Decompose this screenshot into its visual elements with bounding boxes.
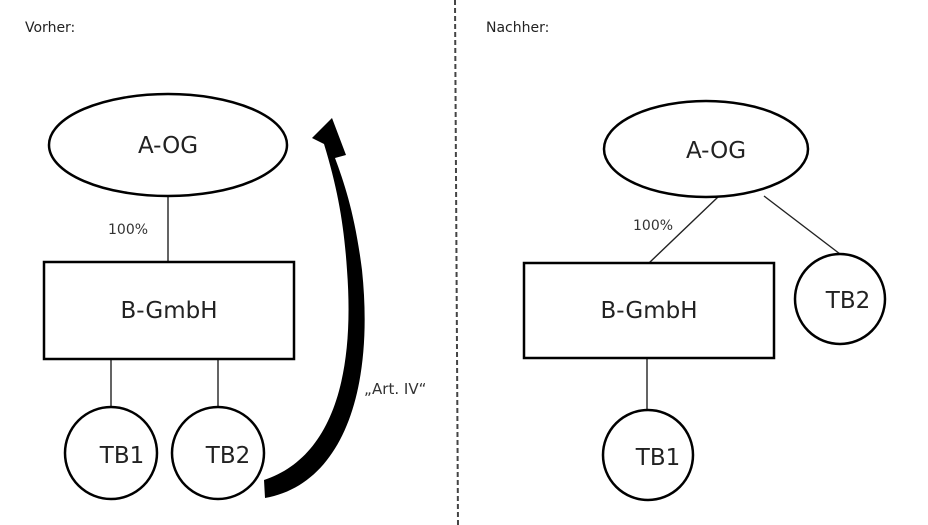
after-subsidiary-label: B-GmbH bbox=[600, 298, 697, 324]
before-unit-node-tb1 bbox=[63, 405, 159, 501]
transfer-arrow-icon bbox=[264, 118, 365, 498]
before-unit-label-tb2: TB2 bbox=[205, 443, 250, 469]
after-unit-label-tb1: TB1 bbox=[635, 445, 680, 471]
before-subsidiary-label: B-GmbH bbox=[120, 298, 217, 324]
after-parent-node bbox=[602, 99, 810, 199]
before-parent-label: A-OG bbox=[138, 133, 198, 159]
after-heading: Nachher: bbox=[486, 20, 549, 36]
before-unit-node-tb2 bbox=[170, 405, 266, 501]
before-heading: Vorher: bbox=[25, 20, 75, 36]
after-connector-parent-tb2 bbox=[763, 195, 841, 255]
after-unit-node-tb1 bbox=[601, 408, 695, 502]
before-parent-node bbox=[47, 92, 289, 198]
before-unit-label-tb1: TB1 bbox=[99, 443, 144, 469]
before-share-label: 100% bbox=[108, 222, 148, 238]
after-share-label: 100% bbox=[633, 218, 673, 234]
after-connector-parent-subsidiary bbox=[648, 196, 719, 264]
before-subsidiary-node bbox=[42, 260, 296, 361]
after-unit-node-tb2 bbox=[793, 252, 887, 346]
after-parent-label: A-OG bbox=[686, 138, 746, 164]
after-unit-label-tb2: TB2 bbox=[825, 288, 870, 314]
transfer-arrow-label: „Art. IV“ bbox=[364, 380, 426, 398]
after-subsidiary-node bbox=[522, 261, 776, 360]
divider-line bbox=[454, 0, 459, 525]
